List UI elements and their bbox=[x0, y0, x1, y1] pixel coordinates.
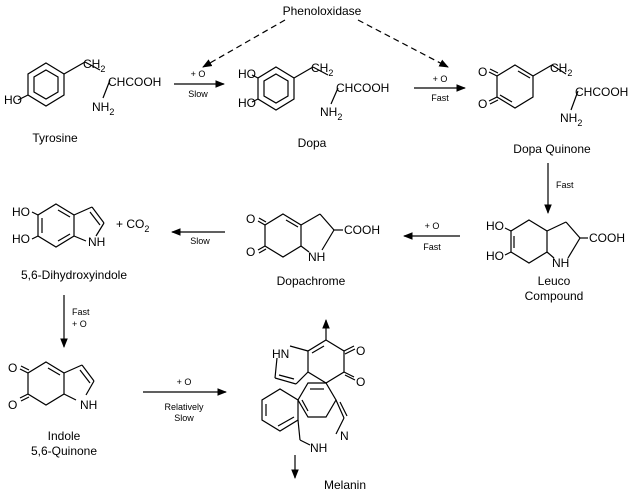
dopa-ho-bottom: HO bbox=[238, 96, 256, 110]
dopachrome-nh: NH bbox=[308, 250, 325, 264]
dopachrome-o-top: O bbox=[246, 212, 255, 226]
step6-plus-o: + O bbox=[72, 319, 87, 329]
leuco-label-line2: Compound bbox=[525, 289, 584, 303]
indole-quinone-nh: NH bbox=[80, 398, 97, 412]
dihydroxyindole-ho-top: HO bbox=[12, 205, 30, 219]
dopa-label: Dopa bbox=[298, 136, 327, 150]
dashed-arrow-to-step1 bbox=[202, 19, 286, 68]
indole-label-line2: 5,6-Quinone bbox=[31, 444, 97, 458]
dopachrome-structure: O O COOH NH Dopachrome bbox=[246, 212, 380, 288]
step2-fast: Fast bbox=[431, 93, 449, 103]
melanin-structure: O O HN N NH Melanin bbox=[261, 319, 366, 492]
tyrosine-chcooh: CHCOOH bbox=[108, 75, 161, 89]
step5-slow: Slow bbox=[190, 236, 210, 246]
dopa-ho-top: HO bbox=[238, 67, 256, 81]
step4-plus-o: + O bbox=[425, 221, 440, 231]
tyrosine-label: Tyrosine bbox=[32, 131, 78, 145]
tyrosine-structure: HO CH2 CHCOOH NH2 Tyrosine bbox=[4, 57, 161, 145]
leuco-ho: HO bbox=[486, 219, 504, 233]
leuco-compound-structure: HO HO COOH NH Leuco Compound bbox=[486, 219, 625, 303]
melanin-nh: NH bbox=[310, 441, 327, 455]
dopachrome-cooh: COOH bbox=[344, 223, 380, 237]
leuco-cooh: COOH bbox=[589, 231, 625, 245]
quinone-o-bottom: O bbox=[478, 97, 487, 111]
melanin-o-bottom: O bbox=[356, 375, 365, 389]
quinone-o-top: O bbox=[478, 65, 487, 79]
leuco-nh: NH bbox=[552, 256, 569, 270]
dihydroxyindole-label: 5,6-Dihydroxyindole bbox=[21, 268, 127, 282]
step2-plus-o: + O bbox=[433, 74, 448, 84]
step7-relatively: Relatively bbox=[164, 402, 204, 412]
leuco-label-line1: Leuco bbox=[538, 274, 571, 288]
dihydroxyindole-ho-bottom: HO bbox=[12, 232, 30, 246]
step7-slow: Slow bbox=[174, 413, 194, 423]
indole-label-line1: Indole bbox=[48, 429, 81, 443]
step1-plus-o: + O bbox=[191, 69, 206, 79]
dihydroxyindole-structure: HO HO NH + CO2 5,6-Dihydroxyindole bbox=[12, 203, 149, 282]
dopa-ch2: CH2 bbox=[311, 61, 333, 78]
dopa-quinone-label: Dopa Quinone bbox=[513, 142, 591, 156]
tyrosine-ch2: CH2 bbox=[83, 57, 105, 74]
co2-label: + CO2 bbox=[116, 217, 149, 234]
tyrosine-nh2: NH2 bbox=[92, 100, 114, 117]
tyrosine-ho: HO bbox=[4, 93, 22, 107]
indole-quinone-o-top: O bbox=[8, 361, 17, 375]
dopachrome-o-bottom: O bbox=[246, 245, 255, 259]
dopa-quinone-structure: O O CH2 CHCOOH NH2 Dopa Quinone bbox=[478, 61, 628, 156]
dashed-arrow-to-step2 bbox=[357, 19, 449, 68]
leuco-ho-2: HO bbox=[486, 249, 504, 263]
melanin-n: N bbox=[340, 429, 349, 443]
melanin-o-top: O bbox=[356, 344, 365, 358]
enzyme-label: Phenoloxidase bbox=[283, 4, 362, 18]
dopa-nh2: NH2 bbox=[320, 105, 342, 122]
dopa-structure: HO HO CH2 CHCOOH NH2 Dopa bbox=[238, 61, 389, 150]
step4-fast: Fast bbox=[423, 242, 441, 252]
dopachrome-label: Dopachrome bbox=[277, 274, 346, 288]
indole-quinone-o-bottom: O bbox=[8, 398, 17, 412]
dopa-chcooh: CHCOOH bbox=[336, 81, 389, 95]
quinone-ch2: CH2 bbox=[550, 61, 572, 78]
quinone-chcooh: CHCOOH bbox=[575, 85, 628, 99]
step6-fast: Fast bbox=[72, 307, 90, 317]
step1-slow: Slow bbox=[188, 89, 208, 99]
dihydroxyindole-nh: NH bbox=[88, 235, 105, 249]
step7-plus-o: + O bbox=[177, 377, 192, 387]
melanin-hn: HN bbox=[272, 347, 289, 361]
indole-quinone-structure: O O NH Indole 5,6-Quinone bbox=[8, 361, 97, 458]
step3-fast: Fast bbox=[556, 180, 574, 190]
melanin-label: Melanin bbox=[324, 478, 366, 492]
quinone-nh2: NH2 bbox=[560, 111, 582, 128]
